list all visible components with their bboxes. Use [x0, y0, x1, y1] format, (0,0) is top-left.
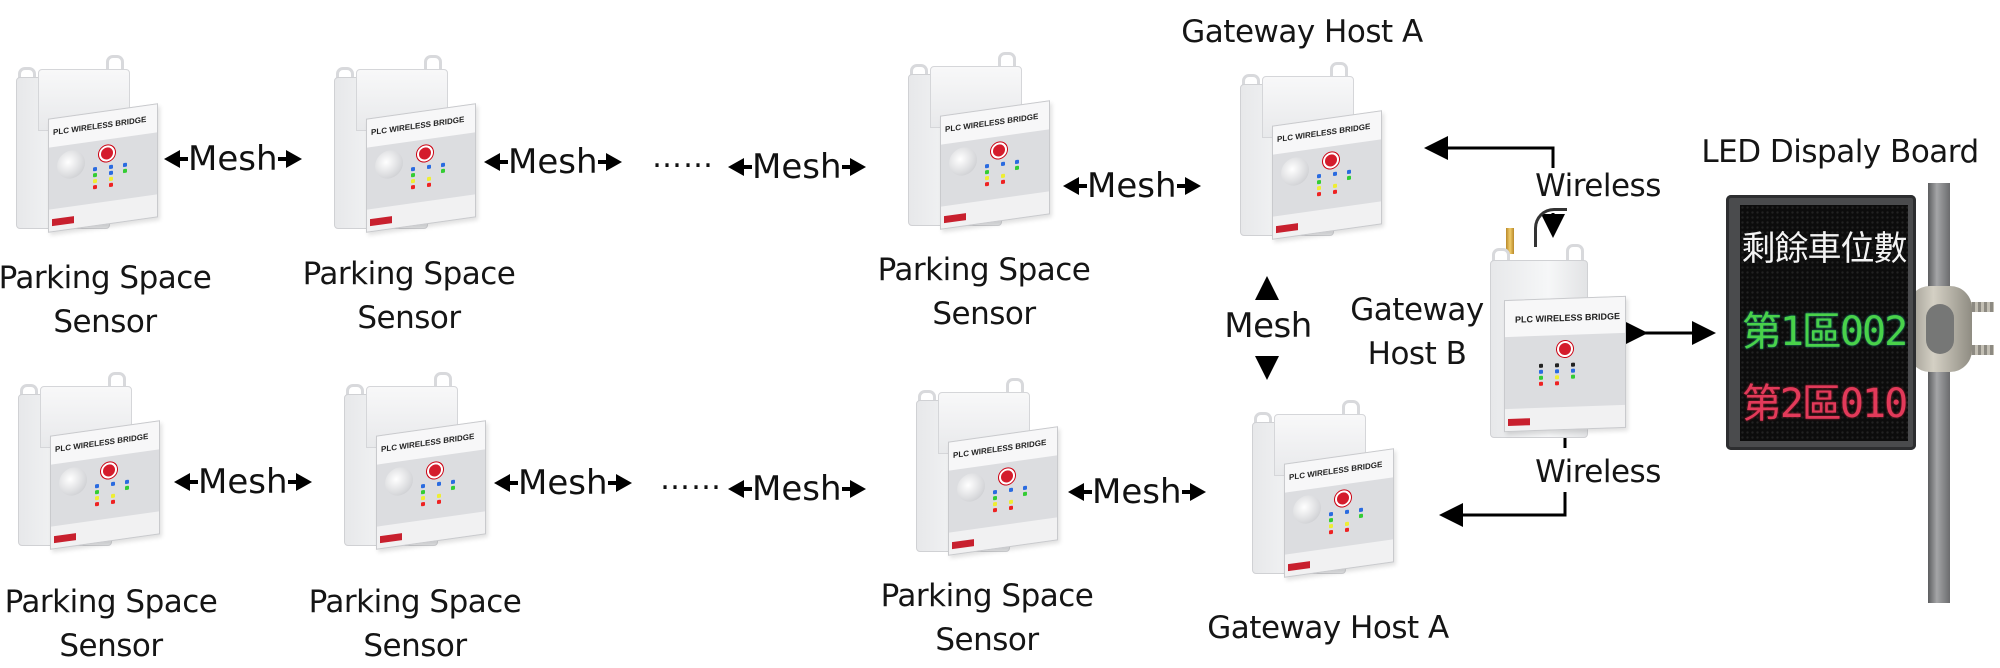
led-board-line-3: 第2區010: [1741, 381, 1908, 427]
led-board-line-2: 第1區002: [1741, 309, 1908, 355]
mesh-link-top-2: Mesh: [484, 142, 622, 182]
ellipsis-bottom: ……: [660, 462, 722, 497]
mesh-link-bottom-3: Mesh: [728, 469, 866, 509]
sensor-lens: [375, 148, 403, 181]
mesh-link-top-4: Mesh: [1063, 166, 1201, 206]
sensor-lens: [1293, 493, 1321, 526]
brand-logo-icon: [417, 144, 433, 163]
led-display-board: 剩餘車位數 第1區002 第2區010: [1726, 195, 1916, 450]
brand-logo-icon: [1323, 151, 1339, 170]
mesh-link-bottom-4: Mesh: [1068, 472, 1206, 512]
gateway-a-bottom: PLC WIRELESS BRIDGE: [1244, 400, 1394, 580]
sensor-lens: [1281, 155, 1309, 188]
top-sensor-2: PLC WIRELESS BRIDGE: [326, 55, 476, 235]
antenna-icon: [1506, 228, 1514, 254]
top-sensor-1: PLC WIRELESS BRIDGE: [8, 55, 158, 235]
wireless-bottom-label: Wireless: [1535, 454, 1661, 490]
led-board-line-1: 剩餘車位數: [1741, 229, 1908, 269]
gateway-a-top: PLC WIRELESS BRIDGE: [1232, 62, 1382, 242]
pole-clamp: [1908, 286, 1972, 372]
gateway-mesh-label: Mesh: [1224, 306, 1312, 346]
gateway-a-top-label: Gateway Host A: [1181, 14, 1423, 50]
mesh-link-bottom-2: Mesh: [494, 463, 632, 503]
wireless-top-connector: [1424, 136, 1555, 168]
sensor-lens: [57, 148, 85, 181]
bottom-sensor-3: PLC WIRELESS BRIDGE: [908, 378, 1058, 558]
brand-logo-icon: [991, 141, 1007, 160]
gateway-a-bottom-label: Gateway Host A: [1207, 610, 1449, 646]
mesh-link-bottom-1: Mesh: [174, 462, 312, 502]
mesh-link-top-1: Mesh: [164, 139, 302, 179]
sensor-lens: [59, 465, 87, 498]
brand-logo-icon: [999, 467, 1015, 486]
brand-logo-icon: [427, 461, 443, 480]
sensor-lens: [949, 145, 977, 178]
mesh-link-top-3: Mesh: [728, 147, 866, 187]
brand-logo-icon: [101, 461, 117, 480]
brand-logo-icon: [1335, 489, 1351, 508]
brand-logo-icon: [99, 144, 115, 163]
brand-logo-icon: [1557, 340, 1573, 358]
sensor-lens: [957, 471, 985, 504]
bottom-sensor-2: PLC WIRELESS BRIDGE: [336, 372, 486, 552]
ellipsis-top: ……: [652, 140, 714, 175]
gateway-b: PLC WIRELESS BRIDGE: [1490, 208, 1640, 438]
wireless-bottom-connector: [1439, 492, 1567, 527]
mounting-pole: [1928, 183, 1950, 603]
bottom-sensor-1: PLC WIRELESS BRIDGE: [10, 372, 160, 552]
wireless-top-label: Wireless: [1535, 168, 1661, 204]
sensor-lens: [385, 465, 413, 498]
led-board-label: LED Dispaly Board: [1701, 134, 1979, 170]
top-sensor-3: PLC WIRELESS BRIDGE: [900, 52, 1050, 232]
